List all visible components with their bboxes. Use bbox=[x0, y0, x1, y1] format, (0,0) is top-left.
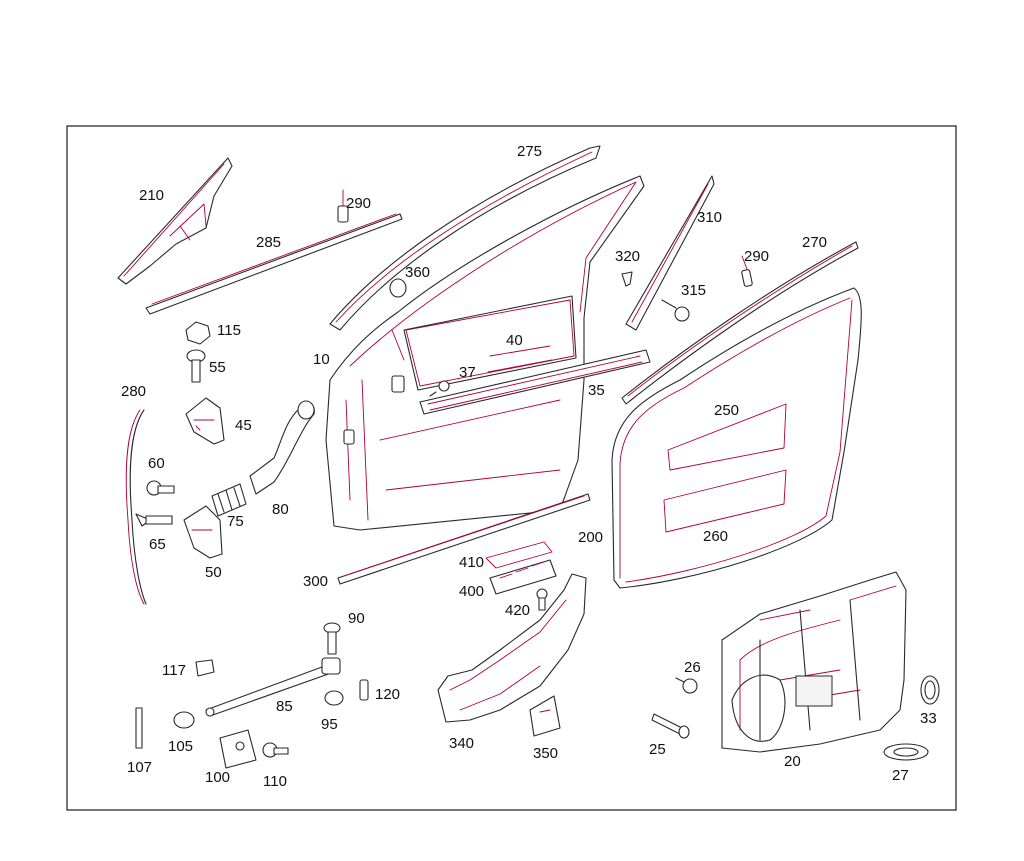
part-320-clip bbox=[621, 271, 633, 287]
callout-410: 410 bbox=[459, 554, 484, 571]
callout-20: 20 bbox=[784, 753, 801, 770]
callout-420: 420 bbox=[505, 602, 530, 619]
callout-100: 100 bbox=[205, 769, 230, 786]
part-35-side-impact-beam bbox=[419, 349, 651, 415]
part-40-frame-lines bbox=[487, 345, 553, 373]
callout-25: 25 bbox=[649, 741, 666, 758]
part-300-sill-strip bbox=[337, 493, 591, 585]
part-410-cover bbox=[485, 541, 553, 569]
part-315-screw bbox=[661, 299, 690, 322]
callout-26: 26 bbox=[684, 659, 701, 676]
callout-80: 80 bbox=[272, 501, 289, 518]
part-50-hinge-lower bbox=[183, 505, 223, 559]
part-10-door-shell bbox=[325, 175, 645, 531]
part-350-bracket bbox=[529, 695, 561, 737]
diagram-frame bbox=[66, 125, 957, 811]
part-120-pin bbox=[359, 679, 369, 701]
part-100-striker-plate bbox=[219, 729, 257, 769]
part-45-hinge-upper bbox=[185, 397, 225, 445]
callout-315: 315 bbox=[681, 282, 706, 299]
callout-75: 75 bbox=[227, 513, 244, 530]
callout-95: 95 bbox=[321, 716, 338, 733]
part-260-panel bbox=[663, 469, 787, 533]
callout-250: 250 bbox=[714, 402, 739, 419]
callout-350: 350 bbox=[533, 745, 558, 762]
callout-40: 40 bbox=[506, 332, 523, 349]
part-310-rear-channel bbox=[625, 175, 715, 331]
callout-200: 200 bbox=[578, 529, 603, 546]
callout-45: 45 bbox=[235, 417, 252, 434]
callout-260: 260 bbox=[703, 528, 728, 545]
callout-120: 120 bbox=[375, 686, 400, 703]
callout-110: 110 bbox=[263, 773, 287, 790]
part-107-rod bbox=[135, 707, 143, 749]
part-420-screw bbox=[536, 588, 548, 611]
part-85-door-check-strap bbox=[205, 657, 341, 717]
callout-105: 105 bbox=[168, 738, 193, 755]
part-270-belt-seal bbox=[621, 241, 859, 405]
callout-37: 37 bbox=[459, 364, 476, 381]
part-25-bolt bbox=[651, 713, 690, 739]
part-55-bolt bbox=[186, 349, 206, 383]
part-80-cable-sleeve bbox=[249, 400, 315, 495]
part-26-screw bbox=[675, 677, 698, 694]
part-65-screw bbox=[135, 513, 173, 527]
part-275-roof-seal bbox=[329, 145, 601, 331]
callout-90: 90 bbox=[348, 610, 365, 627]
part-117-cap bbox=[195, 659, 215, 677]
part-110-screw bbox=[262, 742, 289, 758]
part-290-clip bbox=[337, 189, 349, 223]
part-105-bump-stop bbox=[173, 711, 195, 729]
callout-33: 33 bbox=[920, 710, 937, 727]
callout-27: 27 bbox=[892, 767, 909, 784]
part-400-switch-block bbox=[489, 559, 557, 595]
callout-290-b: 290 bbox=[744, 248, 769, 265]
part-250-panel bbox=[667, 403, 787, 471]
part-360-plug bbox=[389, 278, 407, 298]
part-75-grommet-bellows bbox=[211, 483, 247, 517]
part-285-window-strip bbox=[145, 213, 403, 315]
part-95-nut bbox=[324, 690, 344, 706]
callout-117: 117 bbox=[162, 662, 186, 679]
callout-280: 280 bbox=[121, 383, 146, 400]
callout-340: 340 bbox=[449, 735, 474, 752]
part-340-armrest-bracket bbox=[437, 573, 587, 723]
callout-400: 400 bbox=[459, 583, 484, 600]
part-90-bolt bbox=[323, 622, 341, 655]
part-290-clip-2 bbox=[741, 255, 753, 287]
callout-85: 85 bbox=[276, 698, 293, 715]
callout-290: 290 bbox=[346, 195, 371, 212]
part-37-bolt bbox=[429, 380, 450, 397]
callout-55: 55 bbox=[209, 359, 226, 376]
callout-270: 270 bbox=[802, 234, 827, 251]
callout-50: 50 bbox=[205, 564, 222, 581]
callout-65: 65 bbox=[149, 536, 166, 553]
part-33-grommet bbox=[920, 675, 940, 705]
callout-310: 310 bbox=[697, 209, 722, 226]
callout-275: 275 bbox=[517, 143, 542, 160]
part-27-seal-ring bbox=[883, 743, 929, 761]
callout-210: 210 bbox=[139, 187, 164, 204]
part-280-cable-outline bbox=[129, 409, 147, 605]
callout-300: 300 bbox=[303, 573, 328, 590]
callout-60: 60 bbox=[148, 455, 165, 472]
callout-35: 35 bbox=[588, 382, 605, 399]
callout-360: 360 bbox=[405, 264, 430, 281]
part-280-cable bbox=[125, 409, 145, 605]
callout-320: 320 bbox=[615, 248, 640, 265]
part-200-door-seal bbox=[611, 287, 862, 589]
callout-107: 107 bbox=[127, 759, 152, 776]
callout-115: 115 bbox=[217, 322, 241, 339]
part-115-nut bbox=[185, 321, 211, 345]
part-20-regulator-carrier bbox=[721, 571, 907, 753]
callout-285: 285 bbox=[256, 234, 281, 251]
callout-10: 10 bbox=[313, 351, 330, 368]
part-210-mirror-trim bbox=[117, 157, 233, 285]
part-60-bolt bbox=[146, 480, 175, 496]
